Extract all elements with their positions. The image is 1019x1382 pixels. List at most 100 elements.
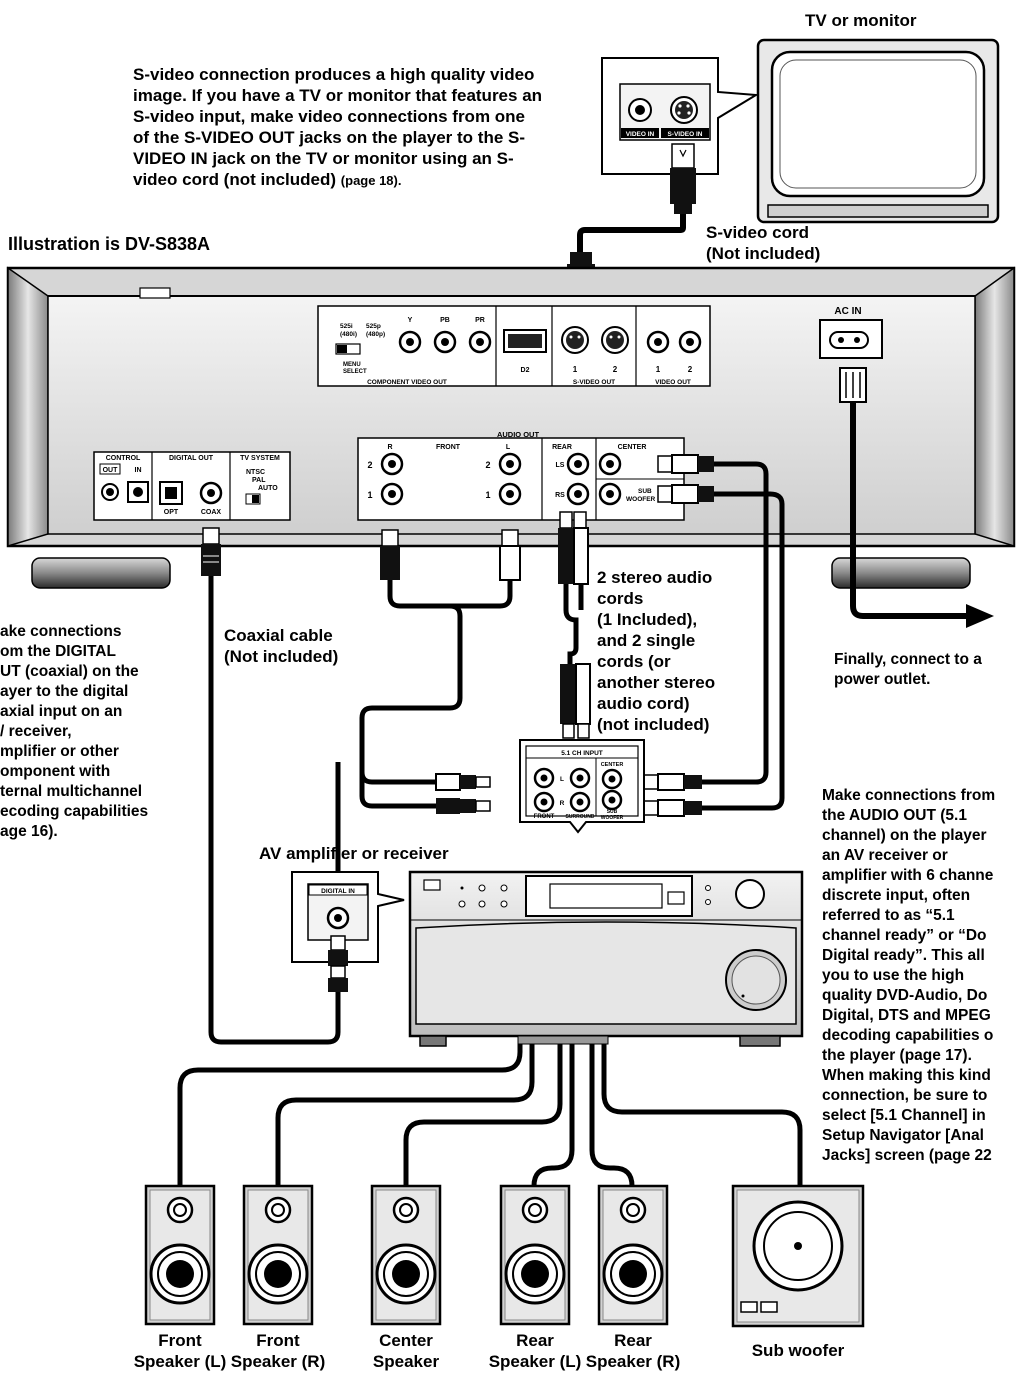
multichannel-note-line: amplifier with 6 channe bbox=[822, 867, 994, 884]
multichannel-note-line: discrete input, often bbox=[822, 887, 971, 904]
digital-note-line: UT (coaxial) on the bbox=[0, 663, 139, 680]
svg-text:(480i): (480i) bbox=[340, 331, 357, 338]
svg-text:Y: Y bbox=[408, 317, 413, 324]
audio-cords-line: 2 stereo audio bbox=[597, 568, 713, 587]
speaker-label-line: Center bbox=[379, 1331, 433, 1350]
speaker-3 bbox=[499, 1184, 571, 1326]
multichannel-note-line: Make connections from bbox=[822, 787, 996, 804]
svg-text:SUB: SUB bbox=[638, 488, 652, 495]
power-outlet-line: power outlet. bbox=[834, 671, 931, 688]
speaker-2 bbox=[370, 1184, 442, 1326]
svg-text:525p: 525p bbox=[366, 323, 381, 330]
speaker-label-line: Speaker (L) bbox=[133, 1352, 227, 1371]
center-sub-audio-cords bbox=[643, 454, 785, 817]
digital-note-line: omponent with bbox=[0, 763, 111, 780]
digital-note-line: mplifier or other bbox=[0, 743, 119, 760]
svg-text:S-VIDEO OUT: S-VIDEO OUT bbox=[573, 379, 615, 386]
tv-title: TV or monitor bbox=[805, 11, 917, 30]
speaker-label-line: Front bbox=[158, 1331, 202, 1350]
audio-cords-line: and 2 single bbox=[597, 631, 696, 650]
svideo-cord-label: S-video cord (Not included) bbox=[706, 222, 820, 264]
speaker-4 bbox=[597, 1184, 669, 1326]
audio-cords-line: audio cord) bbox=[597, 694, 690, 713]
speaker-label-line: Speaker (R) bbox=[230, 1352, 326, 1371]
audio-out-jacks bbox=[380, 452, 622, 506]
svg-text:(480p): (480p) bbox=[366, 331, 385, 338]
coaxial-cable-line: Coaxial cable bbox=[224, 626, 333, 645]
audio-cords-line: (not included) bbox=[597, 715, 710, 734]
svideo-intro-text: S-video connection produces a high quali… bbox=[133, 65, 543, 189]
s-video-in-label: S-VIDEO IN bbox=[667, 131, 702, 138]
svg-text:AUDIO OUT: AUDIO OUT bbox=[497, 430, 540, 439]
svg-text:CENTER: CENTER bbox=[618, 444, 647, 451]
speaker-wires bbox=[177, 1044, 803, 1187]
svg-text:MENU: MENU bbox=[343, 362, 361, 368]
component-jacks bbox=[398, 330, 492, 354]
svg-text:SURROUND: SURROUND bbox=[566, 814, 595, 820]
power-outlet-line: Finally, connect to a bbox=[834, 651, 982, 668]
av-amplifier-label: AV amplifier or receiver bbox=[259, 844, 449, 863]
multichannel-note-line: the AUDIO OUT (5.1 bbox=[822, 807, 967, 824]
speakers bbox=[144, 1184, 865, 1328]
svideo-cord-line: (Not included) bbox=[706, 244, 821, 263]
multichannel-note-line: When making this kind bbox=[822, 1067, 991, 1084]
coaxial-cable-line: (Not included) bbox=[224, 647, 339, 666]
digital-note-line: / receiver, bbox=[0, 723, 72, 740]
digital-note-line: ternal multichannel bbox=[0, 783, 143, 800]
svg-text:1: 1 bbox=[485, 490, 490, 500]
audio-out-panel: AUDIO OUT R FRONT L REAR CENTER 2 1 2 1 … bbox=[357, 430, 685, 521]
multichannel-note-line: quality DVD-Audio, Do bbox=[822, 987, 988, 1004]
ac-in-socket: AC IN bbox=[819, 306, 994, 628]
svg-text:1: 1 bbox=[367, 490, 372, 500]
speaker-label-line: Front bbox=[256, 1331, 300, 1350]
svg-text:SUB: SUB bbox=[607, 809, 618, 815]
audio-cords-line: cords bbox=[597, 589, 644, 608]
tv-jacks-callout: VIDEO IN S-VIDEO IN bbox=[601, 57, 760, 175]
svg-text:CENTER: CENTER bbox=[601, 762, 624, 768]
multichannel-note-line: channel) on the player bbox=[822, 827, 987, 844]
svg-text:2: 2 bbox=[613, 365, 618, 374]
digital-note-line: ecoding capabilities bbox=[0, 803, 149, 820]
svg-text:AC IN: AC IN bbox=[834, 306, 861, 317]
audio-cords-line: cords (or bbox=[597, 652, 671, 671]
digital-note-line: ayer to the digital bbox=[0, 683, 129, 700]
front-audio-cord bbox=[359, 529, 521, 814]
svg-text:FRONT: FRONT bbox=[534, 814, 555, 820]
speaker-label-line: Rear bbox=[516, 1331, 554, 1350]
svg-text:OPT: OPT bbox=[164, 509, 179, 516]
multichannel-note-line: referred to as “5.1 bbox=[822, 907, 955, 924]
svg-text:2: 2 bbox=[367, 460, 372, 470]
coaxial-cable-label: Coaxial cable (Not included) bbox=[224, 625, 338, 667]
svideo-cord-line: S-video cord bbox=[706, 223, 809, 242]
multichannel-note-line: Digital ready”. This all bbox=[822, 947, 985, 964]
svideo-intro-page-ref: (page 18). bbox=[340, 173, 402, 188]
control-digital-tv-system-panel: CONTROL OUT IN DIGITAL OUT OPT COAX TV S… bbox=[93, 451, 291, 521]
speaker-label-line: Speaker (R) bbox=[585, 1352, 681, 1371]
svg-text:PAL: PAL bbox=[252, 477, 266, 484]
svg-text:CONTROL: CONTROL bbox=[106, 455, 141, 462]
illustration-caption: Illustration is DV-S838A bbox=[8, 234, 211, 254]
multichannel-note-line: Setup Navigator [Anal bbox=[822, 1127, 984, 1144]
svg-text:R: R bbox=[560, 800, 565, 807]
svg-text:RS: RS bbox=[555, 492, 565, 499]
svg-text:1: 1 bbox=[656, 365, 661, 374]
power-outlet-note: Finally, connect to a power outlet. bbox=[834, 650, 982, 690]
surround-audio-cord bbox=[558, 511, 591, 739]
svg-text:REAR: REAR bbox=[552, 444, 572, 451]
speaker-1 bbox=[242, 1184, 314, 1326]
svg-text:VIDEO OUT: VIDEO OUT bbox=[655, 379, 691, 386]
multichannel-note-line: an AV receiver or bbox=[822, 847, 948, 864]
speaker-label: Sub woofer bbox=[733, 1340, 863, 1361]
audio-cords-line: (1 Included), bbox=[597, 610, 698, 629]
speaker-label-line: Rear bbox=[614, 1331, 652, 1350]
svg-text:WOOFER: WOOFER bbox=[626, 496, 656, 503]
video-output-jacks: 525i (480i) 525p (480p) MENU SELECT Y PB… bbox=[317, 305, 711, 387]
svg-text:AUTO: AUTO bbox=[258, 485, 278, 492]
svg-text:525i: 525i bbox=[340, 323, 353, 330]
svg-text:L: L bbox=[560, 776, 564, 783]
svg-text:WOOFER: WOOFER bbox=[601, 815, 624, 821]
